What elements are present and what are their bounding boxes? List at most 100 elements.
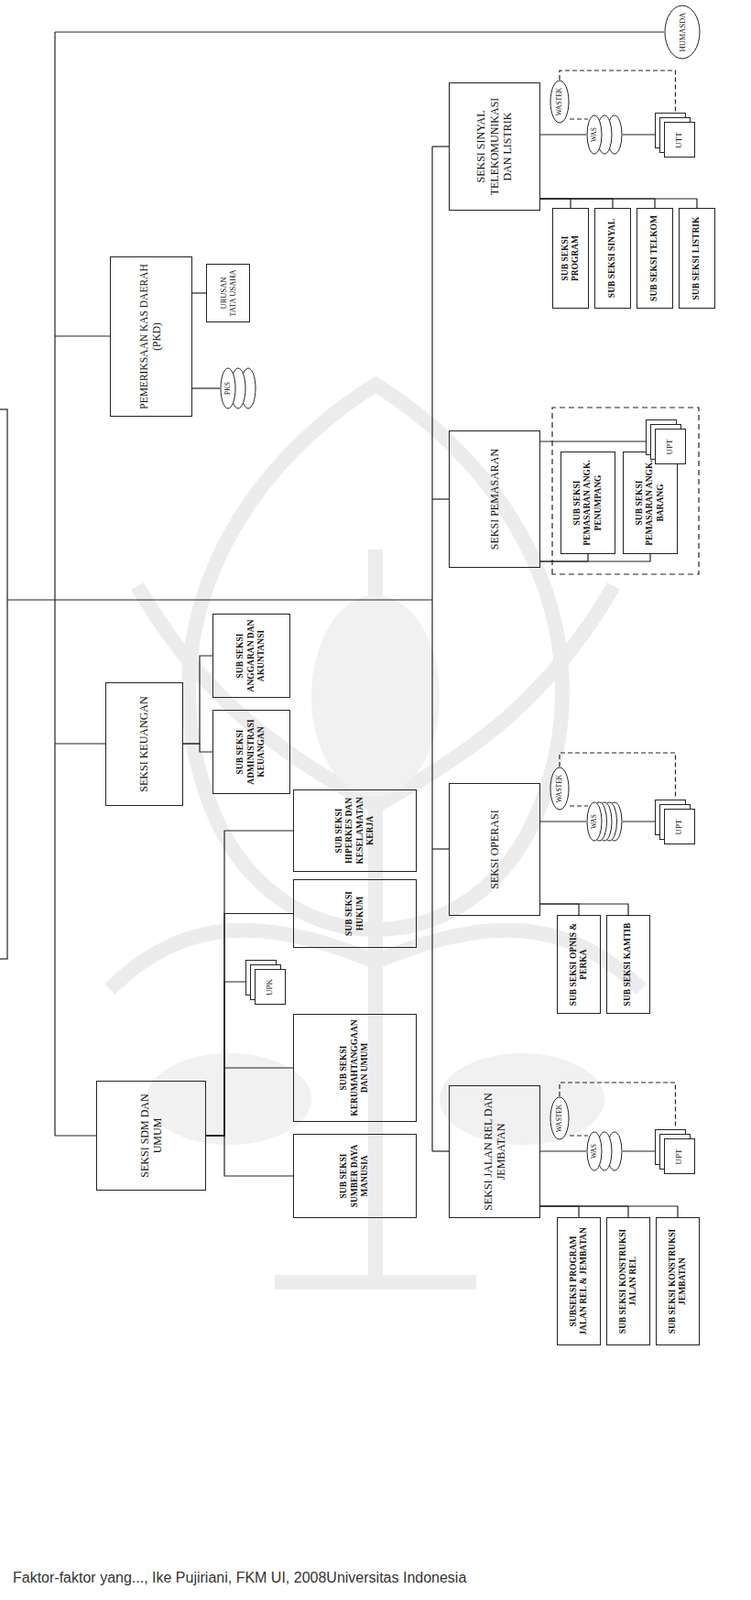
org-connector — [540, 1206, 579, 1218]
section-box: SEKSI SINYAL TELEKOMUNIKASI DAN LISTRIK — [448, 82, 541, 211]
subsection-box: SUB SEKSI LISTRIK — [678, 207, 716, 309]
staff-drop — [54, 335, 110, 337]
section-box: SEKSI PEMASARAN — [448, 430, 541, 568]
subsection-box: SUB SEKSI TELKOM — [636, 207, 674, 309]
unit-stack: UPT — [645, 418, 687, 465]
unit-stack: UTT — [654, 111, 697, 158]
node-label: SUBSEKSI PROGRAM JALAN REL & JEMBATAN — [568, 1221, 590, 1341]
unit-stack: UPT — [654, 1128, 697, 1175]
node-label: SUB SEKSI PEMASARAN ANGK. PENUMPANG — [572, 456, 604, 550]
node-label: SUB SEKSI HUKUM — [344, 883, 366, 944]
dashed-connector — [559, 752, 676, 799]
node-label: SEKSI SDM DAN UMUM — [138, 1085, 165, 1187]
org-connector — [540, 198, 613, 208]
staff-drop — [54, 31, 664, 33]
subsection-box: SUB SEKSI KAMTIB — [606, 914, 651, 1014]
node-label: SUB SEKSI KONSTRUKSI JALAN REL — [618, 1221, 640, 1341]
node-label: UPK — [254, 969, 285, 1005]
dashed-connector — [569, 805, 588, 806]
staff-oval: HUMASDA — [663, 4, 701, 60]
subsection-box: SUBSEKSI PROGRAM JALAN REL & JEMBATAN — [556, 1217, 601, 1346]
footer-text: Faktor-faktor yang..., Ike Pujiriani, FK… — [12, 1569, 467, 1587]
subsection-box: SUB SEKSI KERUMAHTANGGAAN DAN UMUM — [293, 1013, 417, 1122]
node-label: SUB SEKSI SINYAL — [607, 218, 618, 298]
node-label: WAS — [587, 1131, 602, 1172]
section-box: SEKSI OPERASI — [448, 783, 541, 916]
section-box: SEKSI SDM DAN UMUM — [96, 1080, 207, 1191]
disc-stack: WAS — [586, 801, 623, 842]
node-label: SEKSI SINYAL TELEKOMUNIKASI DAN LISTRIK — [474, 87, 514, 207]
staff-bus — [54, 32, 55, 1136]
org-connector — [540, 820, 587, 822]
org-connector — [183, 655, 213, 744]
dashed-bracket — [552, 407, 699, 575]
unit-stack: UPT — [654, 798, 697, 845]
org-connector — [206, 1067, 294, 1136]
section-drop — [432, 1150, 449, 1152]
node-label: UPT — [663, 1139, 695, 1175]
node-label: SEKSI PEMASARAN — [488, 448, 501, 550]
subsection-box: SUB SEKSI ANGGARAN DAN AKUNTANSI — [212, 613, 291, 698]
node-label: SEKSI OPERASI — [488, 809, 501, 889]
section-bus — [431, 146, 433, 1152]
node-label: SUB SEKSI SUMBER DAYA MANUSIA — [338, 1138, 371, 1214]
section-drop — [432, 848, 449, 849]
node-label: WASTEK — [549, 1096, 570, 1141]
org-connector — [540, 198, 697, 208]
supervisor-oval: WASTEK — [549, 766, 570, 811]
node-label: SUB SEKSI HIPERKES DAN KESELAMATAN KERJA — [334, 794, 377, 868]
subsection-box: SUB SEKSI HIPERKES DAN KESELAMATAN KERJA — [293, 789, 417, 872]
org-connector — [540, 133, 587, 135]
node-label: WAS — [587, 114, 602, 155]
node-label: HUMASDA — [663, 4, 701, 60]
subsection-box: SUB SEKSI HUKUM — [293, 879, 417, 948]
subsection-box: SUB SEKSI PEMASARAN ANGK. PENUMPANG — [560, 451, 616, 555]
supervisor-oval: WASTEK — [549, 1096, 570, 1141]
org-connector — [540, 1150, 587, 1152]
staff-drop — [54, 742, 106, 744]
node-label: SUB SEKSI LISTRIK — [691, 217, 702, 301]
org-connector — [540, 198, 571, 208]
subsection-box: SUB SEKSI SUMBER DAYA MANUSIA — [293, 1133, 417, 1219]
org-connector — [540, 554, 651, 562]
org-connector — [540, 903, 579, 915]
node-label: WASTEK — [549, 766, 570, 811]
dashed-connector — [559, 70, 676, 112]
supervisor-oval: WASTEK — [549, 79, 570, 124]
disc-stack: WAS — [586, 114, 623, 155]
disc-stack: PKS — [219, 367, 257, 410]
org-connector — [206, 981, 246, 1136]
node-label: URUSAN TATA USAHA — [218, 268, 238, 318]
node-label: WASTEK — [549, 79, 570, 124]
node-label: UPT — [654, 429, 686, 465]
subsection-box: SUB SEKSI ADMINISTRASI KEUANGAN — [212, 709, 291, 795]
org-connector — [540, 1206, 629, 1218]
org-connector — [540, 198, 655, 208]
node-label: SUB SEKSI KONSTRUKSI JEMBATAN — [667, 1221, 689, 1341]
org-connector — [540, 554, 588, 562]
org-connector — [622, 133, 655, 135]
subsection-box: SUB SEKSI PROGRAM — [552, 207, 589, 309]
org-connector — [622, 820, 655, 822]
node-label: PEMERIKSAAN KAS DAERAH (PKD) — [138, 261, 164, 413]
org-connector — [622, 1150, 655, 1152]
node-label: WAS — [587, 801, 602, 842]
node-label: UTT — [663, 122, 695, 158]
section-box: SEKSI JALAN REL DAN JEMBATAN — [448, 1085, 541, 1219]
staff-drop — [54, 1134, 97, 1136]
node-label: SEKSI KEUANGAN — [137, 696, 151, 792]
dashed-connector — [569, 1134, 588, 1136]
node-label: SUB SEKSI KAMTIB — [622, 923, 633, 1007]
subsection-box: SUB SEKSI PEMASARAN ANGK. BARANG — [622, 451, 678, 555]
subsection-box: SUB SEKSI KONSTRUKSI JEMBATAN — [655, 1217, 700, 1346]
node-label: UPT — [663, 809, 695, 845]
org-connector — [540, 903, 629, 915]
subsection-box: SUB SEKSI OPNIS & PERKA — [556, 914, 601, 1014]
subsection-box: SUB SEKSI SINYAL — [594, 207, 632, 309]
org-connector — [540, 440, 646, 442]
org-connector — [206, 914, 294, 1137]
